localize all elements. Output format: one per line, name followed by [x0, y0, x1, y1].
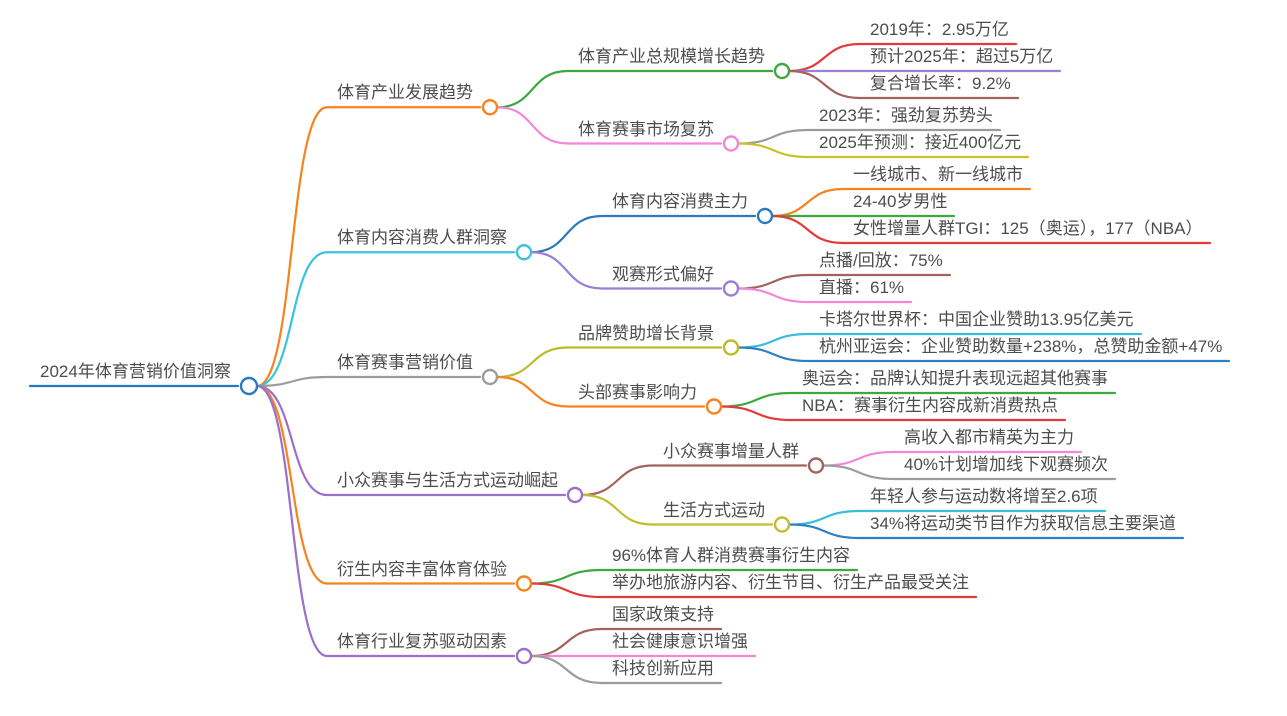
edge-line [255, 106, 482, 388]
branch-node[interactable]: 体育内容消费人群洞察 [337, 228, 507, 248]
leaf-node[interactable]: 举办地旅游内容、衍生节目、衍生产品最受关注 [612, 573, 969, 592]
edge-line [495, 106, 723, 145]
edge-line [529, 251, 723, 290]
branch-node[interactable]: 体育行业复苏驱动因素 [337, 632, 507, 651]
leaf-node[interactable]: 一线城市、新一线城市 [853, 165, 1023, 184]
node-collapse-toggle[interactable] [773, 62, 791, 80]
branch-node[interactable]: 观赛形式偏好 [612, 264, 714, 284]
branch-node[interactable]: 小众赛事与生活方式运动崛起 [337, 471, 558, 490]
edge-line [495, 375, 706, 408]
leaf-node[interactable]: 点播/回放：75% [819, 251, 943, 270]
leaf-node[interactable]: 卡塔尔世界杯：中国企业赞助13.95亿美元 [819, 310, 1134, 329]
node-collapse-toggle[interactable] [807, 457, 825, 474]
node-collapse-toggle[interactable] [515, 647, 533, 665]
leaf-node[interactable]: 年轻人参与运动数将增至2.6项 [870, 487, 1098, 506]
branch-node[interactable]: 小众赛事增量人群 [663, 441, 799, 461]
branch-node[interactable]: 体育内容消费主力 [612, 192, 748, 211]
branch-node[interactable]: 体育产业总规模增长趋势 [578, 47, 765, 66]
node-collapse-toggle[interactable] [756, 207, 774, 225]
edge-line [255, 384, 567, 497]
leaf-node[interactable]: 2023年：强劲复苏势头 [819, 106, 993, 125]
branch-node[interactable]: 体育赛事市场复苏 [578, 119, 714, 139]
edge-line [255, 375, 482, 388]
leaf-node[interactable]: 社会健康意识增强 [612, 632, 748, 651]
leaf-node[interactable]: 24-40岁男性 [853, 192, 948, 211]
node-collapse-toggle[interactable] [705, 398, 723, 415]
leaf-node[interactable]: NBA：赛事衍生内容成新消费热点 [802, 396, 1058, 415]
leaf-node[interactable]: 杭州亚运会：企业赞助数量+238%，总赞助金额+47% [819, 337, 1223, 356]
edge-line [787, 69, 1020, 100]
edge-line [736, 346, 1231, 363]
edge-line [255, 251, 516, 388]
node-collapse-toggle[interactable] [515, 575, 533, 592]
branch-node[interactable]: 生活方式运动 [663, 500, 765, 520]
edge-line [821, 464, 1117, 481]
leaf-node[interactable]: 科技创新应用 [612, 659, 714, 678]
node-collapse-toggle[interactable] [722, 280, 740, 297]
leaf-node[interactable]: 34%将运动类节目作为获取信息主要渠道 [870, 514, 1177, 533]
leaf-node[interactable]: 复合增长率：9.2% [870, 74, 1011, 93]
edge-line [770, 187, 1032, 218]
leaf-node[interactable]: 2025年预测：接近400亿元 [819, 133, 1022, 152]
edge-line [736, 287, 913, 304]
branch-node[interactable]: 品牌赞助增长背景 [578, 323, 714, 343]
node-collapse-toggle[interactable] [481, 368, 499, 386]
edge-line [495, 69, 774, 109]
edge-line [787, 523, 1185, 540]
node-collapse-toggle[interactable] [515, 244, 533, 261]
edge-line [529, 214, 757, 254]
edge-line [787, 42, 1018, 73]
edge-line [770, 214, 1212, 245]
edge-line [580, 493, 774, 526]
edge-line [580, 464, 808, 497]
edge-line [529, 627, 723, 658]
leaf-node[interactable]: 96%体育人群消费赛事衍生内容 [612, 546, 851, 565]
node-collapse-toggle[interactable] [239, 376, 259, 396]
edge-line [255, 384, 516, 658]
node-collapse-toggle[interactable] [481, 99, 499, 116]
leaf-node[interactable]: 2019年：2.95万亿 [870, 20, 1009, 39]
edge-line [495, 346, 723, 379]
root-node[interactable]: 2024年体育营销价值洞察 [40, 362, 231, 381]
leaf-node[interactable]: 预计2025年：超过5万亿 [870, 47, 1054, 66]
node-collapse-toggle[interactable] [566, 486, 584, 504]
leaf-node[interactable]: 奥运会：品牌认知提升表现远超其他赛事 [802, 369, 1108, 388]
leaf-node[interactable]: 40%计划增加线下观赛频次 [904, 455, 1109, 474]
leaf-node[interactable]: 国家政策支持 [612, 605, 714, 624]
edge-line [529, 654, 723, 685]
edge-line [736, 142, 1030, 159]
branch-node[interactable]: 体育赛事营销价值 [337, 353, 473, 372]
edge-line [255, 384, 516, 585]
node-collapse-toggle[interactable] [722, 339, 740, 356]
leaf-node[interactable]: 直播：61% [819, 278, 905, 297]
branch-node[interactable]: 体育产业发展趋势 [337, 83, 473, 103]
node-collapse-toggle[interactable] [722, 135, 740, 152]
node-collapse-toggle[interactable] [773, 516, 791, 533]
leaf-node[interactable]: 高收入都市精英为主力 [904, 428, 1074, 447]
branch-node[interactable]: 头部赛事影响力 [578, 382, 697, 402]
leaf-node[interactable]: 女性增量人群TGI：125（奥运），177（NBA） [853, 219, 1203, 238]
edge-line [719, 405, 1067, 422]
branch-node[interactable]: 衍生内容丰富体育体验 [337, 559, 507, 579]
edge-line [529, 582, 978, 599]
